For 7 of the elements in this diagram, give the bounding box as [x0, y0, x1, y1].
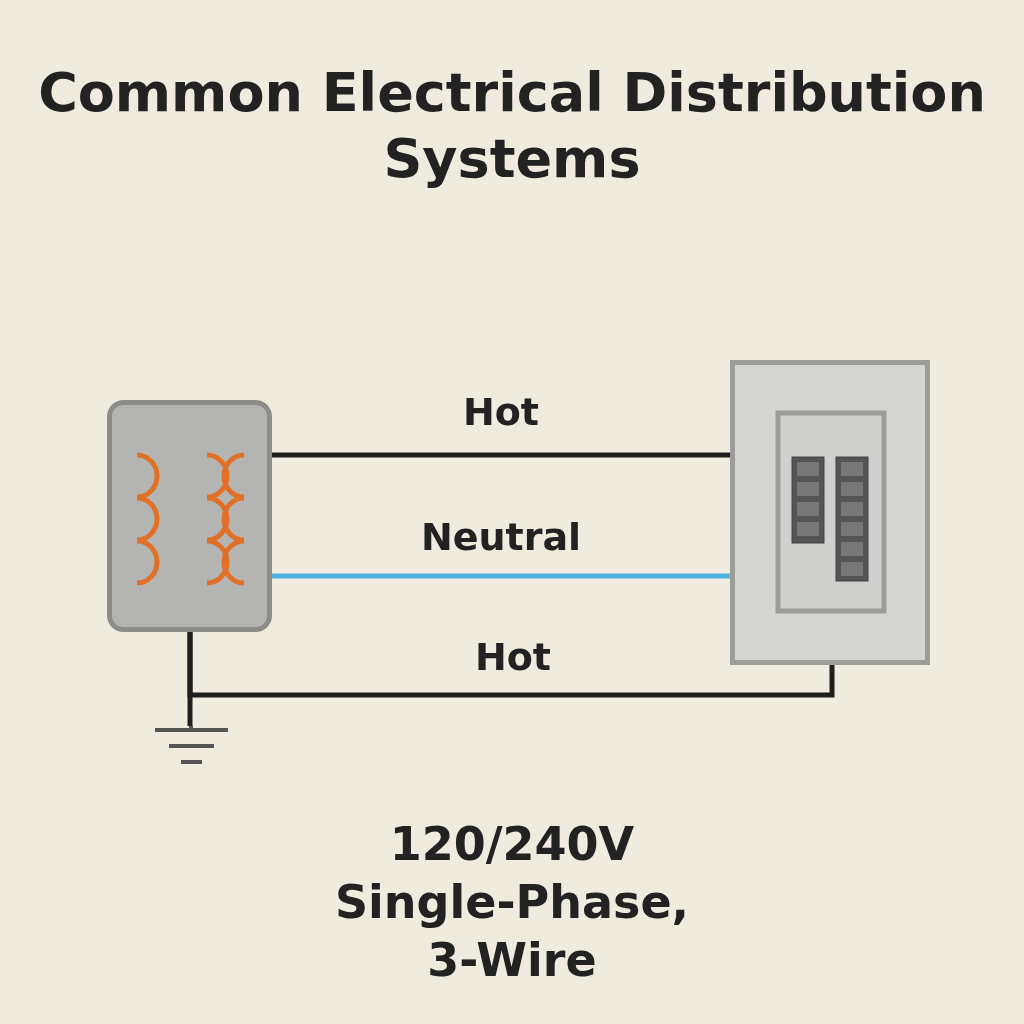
electrical-panel-drawing: [730, 360, 930, 665]
transformer-drawing: [107, 400, 272, 632]
title: Common Electrical Distribution Systems: [37, 60, 987, 192]
wire: [272, 452, 730, 458]
wire: [187, 632, 193, 726]
caption: 120/240V Single-Phase, 3-Wire: [333, 816, 691, 989]
wire: [272, 573, 730, 579]
